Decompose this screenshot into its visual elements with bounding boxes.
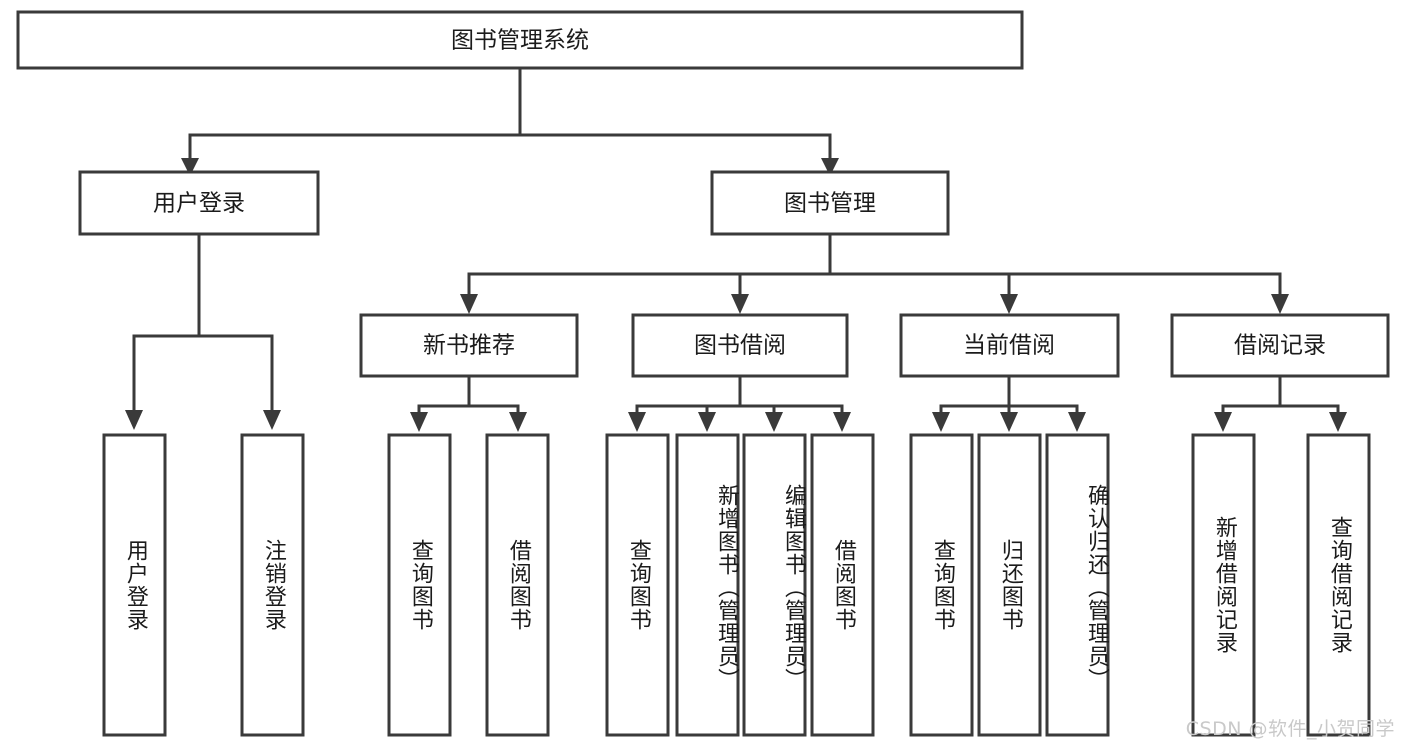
node-current-borrow-label: 当前借阅 (963, 333, 1055, 359)
leaf-box-user-login[interactable] (102, 433, 167, 737)
node-book-borrow-label: 图书借阅 (694, 333, 786, 359)
node-user-login-box[interactable] (78, 170, 320, 236)
connector-currentborrow-to-leaves (932, 376, 1086, 432)
node-root[interactable]: 图书管理系统 (16, 10, 1024, 70)
node-new-book-recommend-label: 新书推荐 (423, 333, 515, 359)
node-new-book-recommend-box[interactable] (359, 313, 579, 378)
connector-root-to-level2 (181, 68, 839, 176)
leaf-box-add-record[interactable] (1191, 433, 1256, 737)
leaf-box-add-book[interactable] (675, 433, 740, 737)
connector-bookborrow-to-leaves (628, 376, 851, 432)
node-current-borrow[interactable]: 当前借阅 (899, 313, 1120, 378)
leaf-box-query-record[interactable] (1306, 433, 1371, 737)
connector-userlogin-to-leaves (125, 234, 281, 430)
leaf-box-borrow-book-1[interactable] (485, 433, 550, 737)
node-borrow-record[interactable]: 借阅记录 (1170, 313, 1390, 378)
connector-newbook-to-leaves (410, 376, 527, 432)
leaf-box-logout[interactable] (240, 433, 305, 737)
leaf-box-borrow-book-2[interactable] (810, 433, 875, 737)
node-book-borrow[interactable]: 图书借阅 (631, 313, 849, 378)
connector-borrowrecord-to-leaves (1214, 376, 1347, 432)
leaf-box-return-book[interactable] (977, 433, 1042, 737)
node-book-management-label: 图书管理 (784, 191, 876, 217)
node-borrow-record-label: 借阅记录 (1234, 333, 1326, 359)
node-root-box[interactable] (16, 10, 1024, 70)
leaf-box-query-book-3[interactable] (909, 433, 974, 737)
connector-bookmgmt-to-level3 (460, 234, 1289, 314)
node-current-borrow-box[interactable] (899, 313, 1120, 378)
node-user-login[interactable]: 用户登录 (78, 170, 320, 236)
node-book-management-box[interactable] (710, 170, 950, 236)
leaf-box-confirm-return[interactable] (1045, 433, 1110, 737)
node-book-management[interactable]: 图书管理 (710, 170, 950, 236)
node-user-login-label: 用户登录 (153, 191, 245, 217)
node-book-borrow-box[interactable] (631, 313, 849, 378)
node-new-book-recommend[interactable]: 新书推荐 (359, 313, 579, 378)
node-borrow-record-box[interactable] (1170, 313, 1390, 378)
leaf-box-edit-book[interactable] (742, 433, 807, 737)
watermark-text: CSDN @软件_小贺同学 (1185, 718, 1395, 740)
leaf-box-query-book-2[interactable] (605, 433, 670, 737)
leaf-box-query-book-1[interactable] (387, 433, 452, 737)
node-root-label: 图书管理系统 (451, 28, 589, 54)
